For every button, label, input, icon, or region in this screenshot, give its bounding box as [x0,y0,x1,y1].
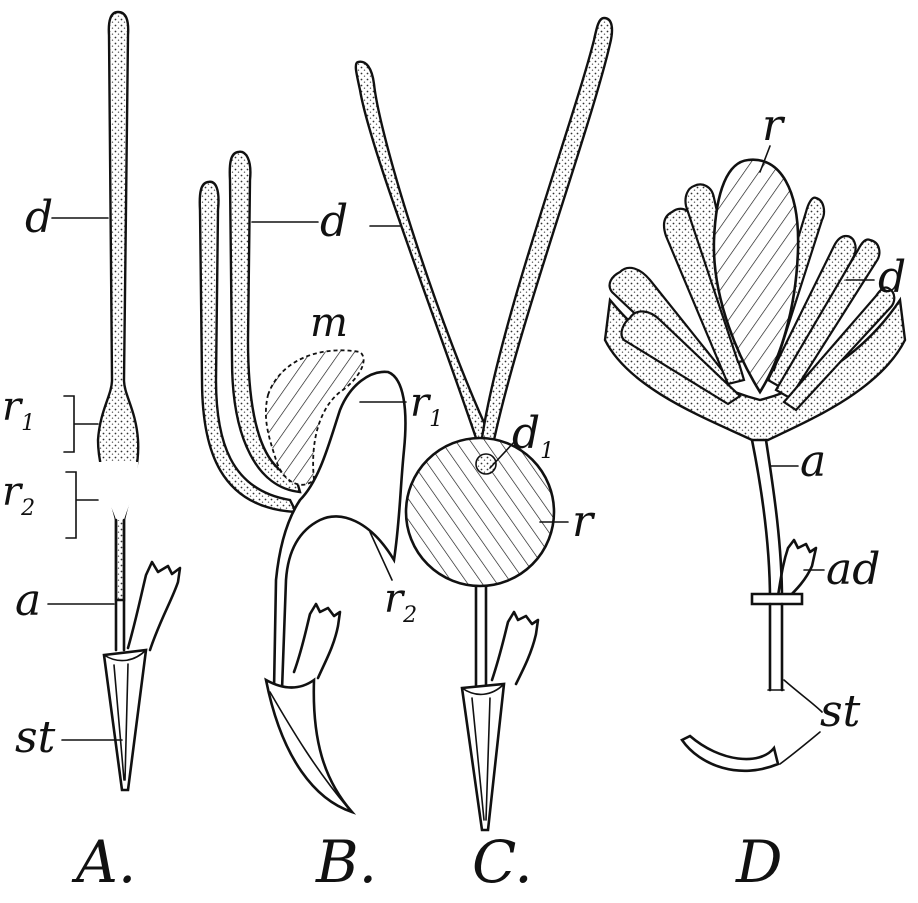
d-label-d: d [878,252,906,303]
a-label-r2: r2 [2,469,35,521]
figure-d [605,160,905,771]
b-bract [294,604,340,678]
d-disc [752,594,802,604]
b-label-r2: r2 [384,576,417,628]
b-label-r1: r1 [410,380,443,432]
figure-a [98,12,180,790]
d-stalk [752,440,782,600]
c-bract [492,612,538,684]
a-label-a: a [15,575,41,626]
caption-d: D [735,828,783,896]
d-label-a: a [800,436,826,487]
b-horn [266,680,352,812]
a-bract [128,562,180,650]
d-label-ad: ad [826,544,880,595]
d-label-r: r [762,100,786,151]
figure-captions: A. B. C. D [71,828,783,896]
a-label-st: st [15,712,56,763]
c-label-d1: d1 [512,408,554,464]
a-label-r1: r1 [2,384,35,436]
figure-b [200,152,406,812]
c-stylodium-right [482,18,612,440]
d-lower-stalk [770,604,782,690]
d-label-st: st [820,686,861,737]
d-horn [682,736,778,771]
c-stalk [476,586,486,690]
caption-b: B. [315,828,377,896]
caption-a: A. [71,828,136,896]
a-ovary-lower [98,462,138,520]
c-label-r: r [572,496,596,547]
a-label-d: d [25,192,53,243]
caption-c: C. [472,828,533,896]
b-label-m: m [310,300,348,346]
